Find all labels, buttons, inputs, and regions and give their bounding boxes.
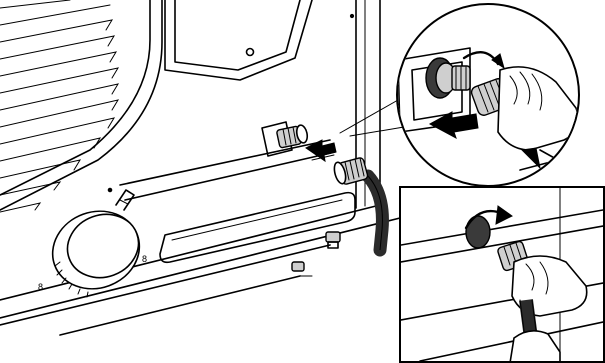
detail-circle-push bbox=[397, 4, 579, 186]
adjustable-foot bbox=[292, 262, 304, 271]
water-inlet-valve bbox=[262, 122, 309, 156]
valve-mark: 8 bbox=[38, 282, 43, 292]
hose-connector bbox=[332, 157, 368, 185]
detail-box-tighten bbox=[400, 187, 604, 363]
top-cover-plate bbox=[165, 0, 354, 80]
adjustable-foot bbox=[326, 232, 340, 248]
valve-mark: 8 bbox=[142, 254, 147, 264]
